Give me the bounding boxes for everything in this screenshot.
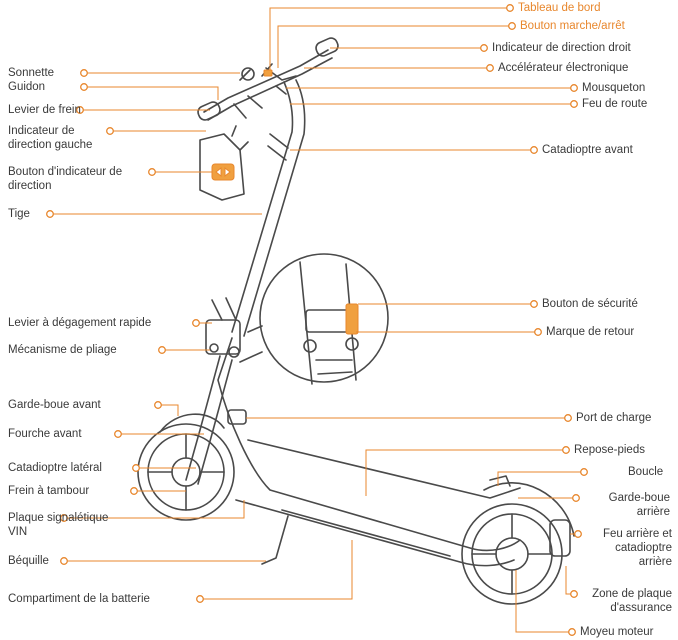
dot-zone-plaque xyxy=(570,590,578,598)
dot-mousqueton xyxy=(570,84,578,92)
leader-guidon xyxy=(84,86,219,100)
dot-indicateur-gauche xyxy=(106,127,114,135)
dot-levier-degagement xyxy=(192,319,200,327)
dot-compartiment-batterie xyxy=(196,595,204,603)
label-tableau-de-bord: Tableau de bord xyxy=(518,2,601,14)
dot-indicateur-direction-droit xyxy=(480,44,488,52)
deck-shape xyxy=(217,337,521,567)
dot-garde-boue-avant xyxy=(154,401,162,409)
dot-tige xyxy=(46,210,54,218)
dot-port-de-charge xyxy=(564,414,572,422)
leader-tableau-de-bord xyxy=(269,7,510,70)
leader-garde-boue-avant xyxy=(158,404,179,416)
label-boucle: Boucle xyxy=(628,466,664,478)
dot-boucle xyxy=(580,468,588,476)
stem-shape xyxy=(231,79,306,337)
dot-levier-frein xyxy=(76,106,84,114)
kickstand-shape xyxy=(261,515,289,565)
label-guidon: Guidon xyxy=(8,81,46,93)
front-fork-shape xyxy=(159,355,233,485)
label-feu-arriere-catadioptre: Feu arrière et catadioptre arrière xyxy=(602,528,672,568)
label-catadioptre-lateral: Catadioptre latéral xyxy=(8,462,102,474)
label-indicateur-direction-droit: Indicateur de direction droit xyxy=(492,42,631,54)
label-catadioptre-avant: Catadioptre avant xyxy=(542,144,633,156)
label-bouton-indicateur-direction: Bouton d'indicateur de direction xyxy=(8,166,123,192)
leader-bouton-marche-arret xyxy=(277,25,512,68)
dot-mecanisme-pliage xyxy=(158,346,166,354)
dot-feu-de-route xyxy=(570,100,578,108)
dot-feu-arriere xyxy=(574,530,582,538)
leader-boucle xyxy=(497,471,584,486)
dot-marque-retour xyxy=(534,328,542,336)
dot-plaque-vin xyxy=(60,514,68,522)
safety-button-highlight xyxy=(345,303,359,335)
folding-mechanism-shape xyxy=(205,297,241,358)
label-garde-boue-arriere: Garde-boue arrière xyxy=(608,492,670,518)
label-sonnette: Sonnette xyxy=(8,67,55,79)
dot-bequille xyxy=(60,557,68,565)
label-garde-boue-avant: Garde-boue avant xyxy=(8,399,101,411)
dot-frein-tambour xyxy=(130,487,138,495)
indicator-arrow-left xyxy=(215,166,222,178)
label-bequille: Béquille xyxy=(8,555,49,567)
dot-fourche-avant xyxy=(114,430,122,438)
label-accelerateur-electronique: Accélérateur électronique xyxy=(498,62,629,74)
indicator-arrow-right xyxy=(224,166,231,178)
label-repose-pieds: Repose-pieds xyxy=(574,444,645,456)
indicator-button-inset xyxy=(199,125,249,201)
handlebar-shape xyxy=(197,37,339,121)
label-indicateur-direction-gauche: Indicateur de direction gauche xyxy=(8,125,93,151)
dot-catadioptre-lateral xyxy=(132,464,140,472)
dot-garde-boue-arriere xyxy=(572,494,580,502)
dot-bouton-indicateur xyxy=(148,168,156,176)
label-frein-a-tambour: Frein à tambour xyxy=(8,485,90,497)
leader-moyeu-moteur xyxy=(515,570,572,633)
leader-compartiment-batterie xyxy=(200,540,353,600)
front-wheel-shape xyxy=(137,423,235,521)
label-tige: Tige xyxy=(8,208,30,220)
label-fourche-avant: Fourche avant xyxy=(8,428,82,440)
dot-moyeu-moteur xyxy=(568,628,576,636)
leader-plaque-vin xyxy=(64,500,245,519)
label-marque-de-retour: Marque de retour xyxy=(546,326,635,338)
label-levier-degagement-rapide: Levier à dégagement rapide xyxy=(8,317,152,329)
dot-guidon xyxy=(80,83,88,91)
label-levier-de-frein: Levier de frein xyxy=(8,104,81,116)
power-button-highlight xyxy=(263,69,273,77)
label-bouton-de-securite: Bouton de sécurité xyxy=(542,298,638,310)
dot-bouton-marche-arret xyxy=(508,22,516,30)
label-compartiment-batterie: Compartiment de la batterie xyxy=(8,593,150,605)
dot-catadioptre-avant xyxy=(530,146,538,154)
label-moyeu-moteur: Moyeu moteur xyxy=(580,626,654,638)
leader-zone-plaque xyxy=(565,566,574,595)
dot-bouton-securite xyxy=(530,300,538,308)
leader-repose-pieds xyxy=(365,449,566,496)
label-zone-plaque-assurance: Zone de plaque d'assurance xyxy=(592,588,672,614)
dot-repose-pieds xyxy=(562,446,570,454)
label-mecanisme-de-pliage: Mécanisme de pliage xyxy=(8,344,117,356)
dot-sonnette xyxy=(80,69,88,77)
dot-accelerateur xyxy=(486,64,494,72)
label-plaque-signaletique-vin: Plaque signalétique VIN xyxy=(8,512,109,538)
rear-wheel-shape xyxy=(461,475,575,605)
label-mousqueton: Mousqueton xyxy=(582,82,646,94)
label-bouton-marche-arret: Bouton marche/arrêt xyxy=(520,20,625,32)
label-port-de-charge: Port de charge xyxy=(576,412,652,424)
label-feu-de-route: Feu de route xyxy=(582,98,648,110)
dot-tableau-de-bord xyxy=(506,4,514,12)
